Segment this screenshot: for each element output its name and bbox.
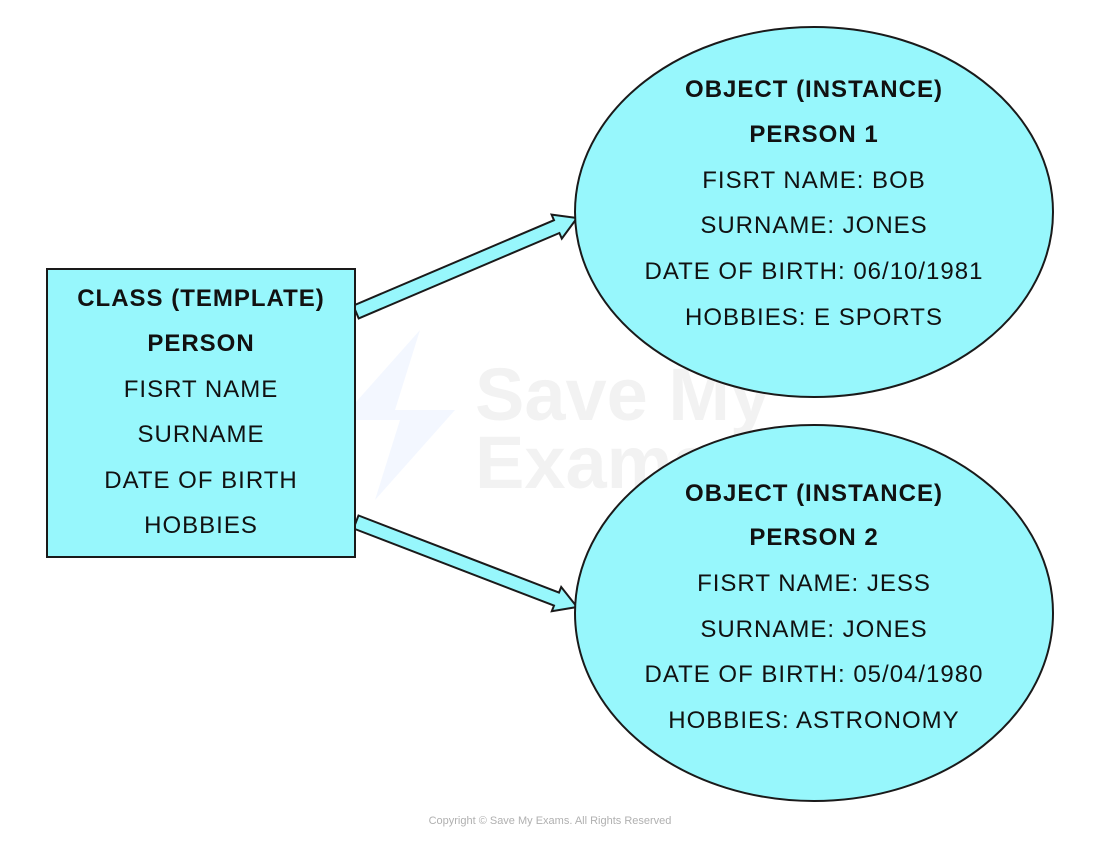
object-name: PERSON 2 [749,524,878,551]
copyright-notice: Copyright © Save My Exams. All Rights Re… [429,815,672,827]
object-attribute: HOBBIES: E SPORTS [685,304,943,331]
class-attribute: SURNAME [137,421,264,448]
arrow-to-person-1 [351,213,579,320]
object-title: OBJECT (INSTANCE) [685,76,943,103]
object-attribute: FISRT NAME: BOB [702,167,926,194]
object-attribute: FISRT NAME: JESS [697,570,931,597]
object-person-2: OBJECT (INSTANCE) PERSON 2 FISRT NAME: J… [574,424,1054,802]
class-attribute: HOBBIES [144,512,258,539]
object-attribute: DATE OF BIRTH: 05/04/1980 [645,661,984,688]
class-box: CLASS (TEMPLATE) PERSON FISRT NAME SURNA… [46,268,356,558]
object-attribute: SURNAME: JONES [700,616,927,643]
watermark-bolt-icon [340,330,455,500]
class-attribute: FISRT NAME [124,376,278,403]
class-name: PERSON [147,330,254,357]
object-attribute: DATE OF BIRTH: 06/10/1981 [645,258,984,285]
object-person-1: OBJECT (INSTANCE) PERSON 1 FISRT NAME: B… [574,26,1054,398]
object-attribute: SURNAME: JONES [700,212,927,239]
object-attribute: HOBBIES: ASTRONOMY [668,707,959,734]
class-title: CLASS (TEMPLATE) [77,285,325,312]
object-title: OBJECT (INSTANCE) [685,480,943,507]
class-attribute: DATE OF BIRTH [104,467,297,494]
object-name: PERSON 1 [749,121,878,148]
arrow-to-person-2 [352,514,579,613]
